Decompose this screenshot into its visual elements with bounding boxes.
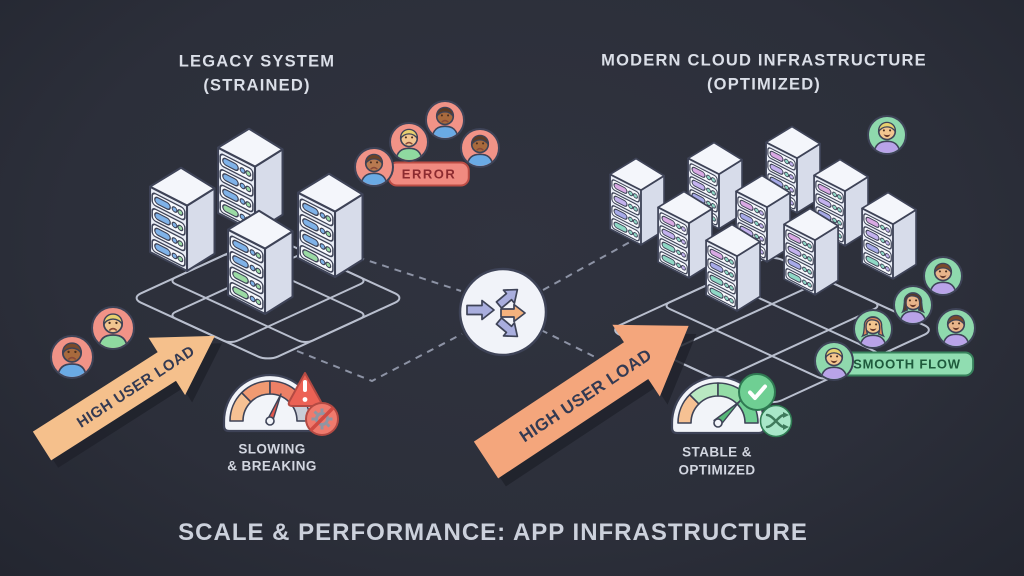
cloud-title-line1: MODERN CLOUD INFRASTRUCTURE (601, 51, 927, 70)
left-arrow-label: HIGH USER LOAD (73, 342, 199, 432)
shuffle-arrows-icon (759, 404, 793, 438)
server-tower (657, 190, 713, 279)
legacy-server-cluster (149, 127, 364, 315)
check-circle-icon (738, 373, 776, 411)
cloud-server-cluster (609, 125, 917, 312)
load-balancer-icon (458, 267, 548, 357)
left-gauge-label-line1: SLOWING (238, 441, 306, 457)
high-user-load-arrow-right (473, 324, 697, 487)
high-user-load-arrow-left (32, 335, 222, 468)
right-gauge-label-line1: STABLE & (682, 444, 752, 460)
server-tower (705, 223, 761, 312)
legacy-title-line1: LEGACY SYSTEM (178, 52, 336, 71)
smooth-flow-badge: SMOOTH FLOW (840, 351, 974, 377)
broken-gear-icon (305, 402, 339, 436)
server-tower (227, 209, 294, 315)
legacy-title-line2: (STRAINED) (203, 76, 311, 95)
left-gauge-label-line2: & BREAKING (227, 458, 317, 474)
server-tower (297, 172, 364, 278)
error-badge: ERROR (387, 161, 471, 187)
server-tower (861, 191, 917, 280)
right-arrow-label: HIGH USER LOAD (516, 345, 656, 447)
server-tower (783, 207, 839, 296)
cloud-title-line2: (OPTIMIZED) (706, 75, 822, 94)
server-tower (149, 166, 216, 272)
page-title: SCALE & PERFORMANCE: APP INFRASTRUCTURE (178, 519, 808, 546)
server-tower (217, 127, 284, 233)
right-gauge-label-line2: OPTIMIZED (678, 462, 756, 478)
